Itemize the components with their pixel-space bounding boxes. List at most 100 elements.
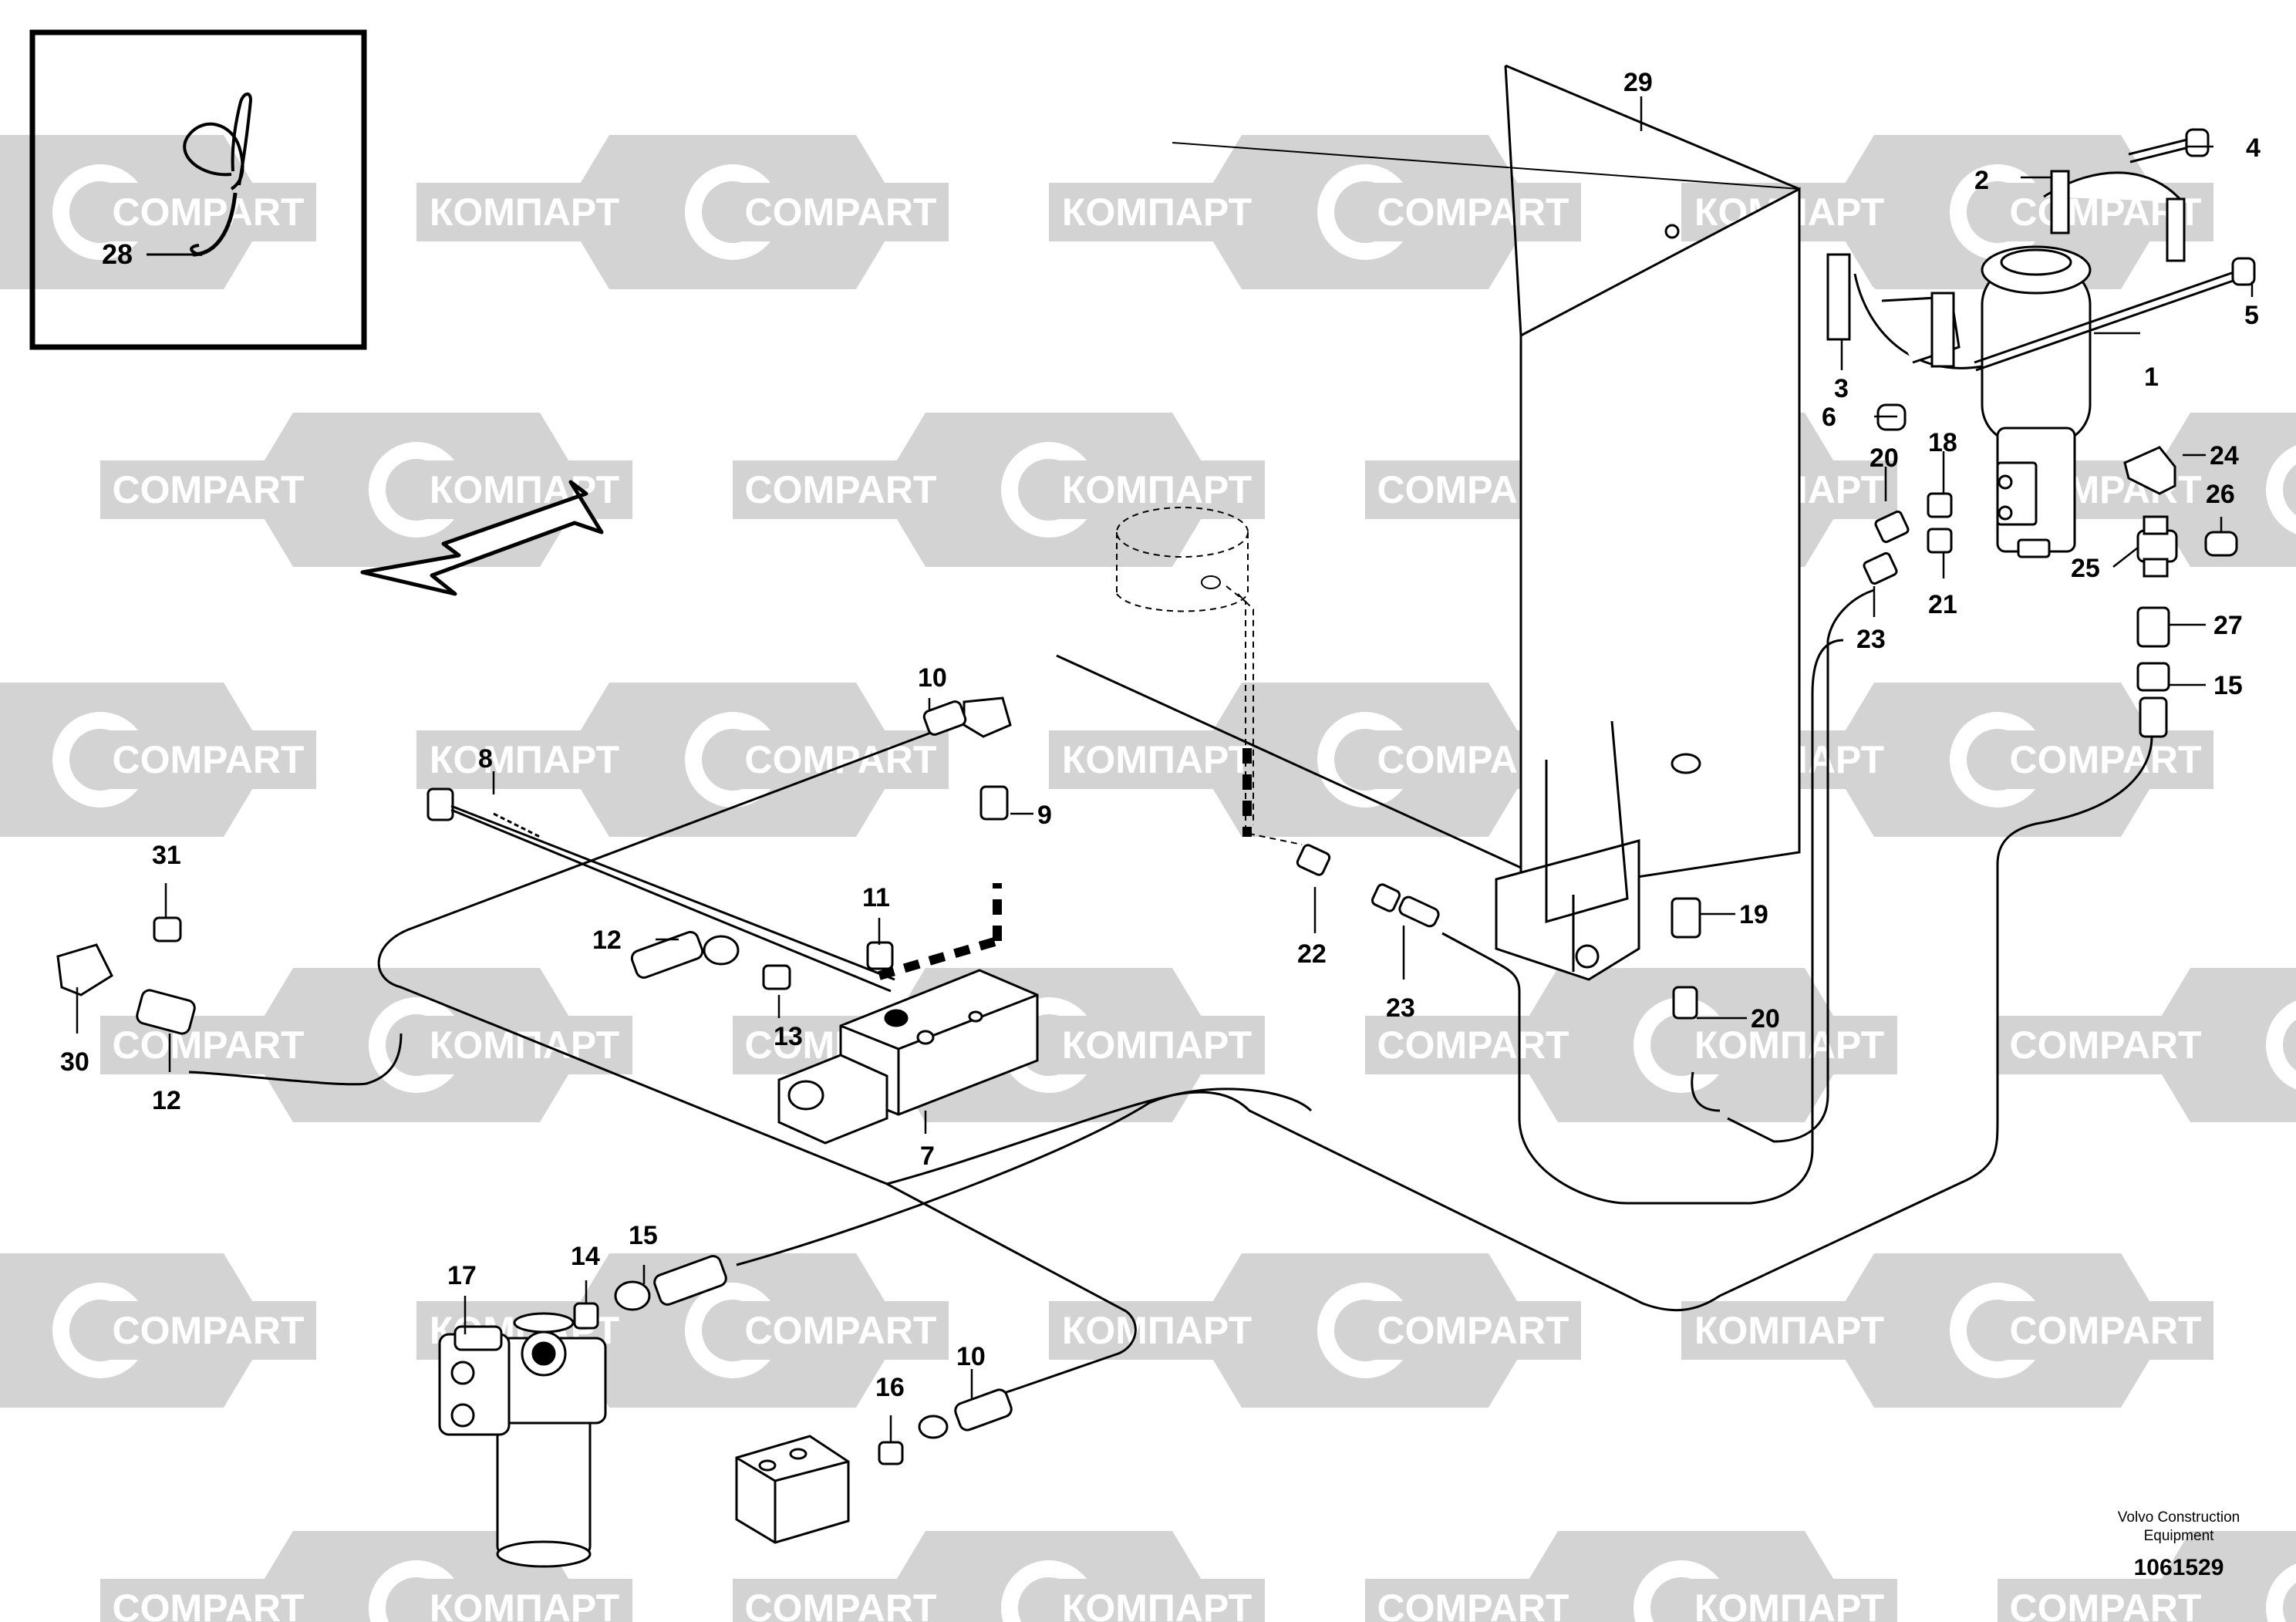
callout-20b: 20 [1751,1004,1780,1034]
watermark-text: COMPART [2009,1587,2201,1622]
watermark-text: COMPART [1377,1587,1569,1622]
watermark-text: COMPART [1377,1023,1569,1067]
callout-23a: 23 [1856,625,1886,654]
watermark-band [733,1579,949,1622]
watermark-band [1365,1301,1581,1360]
watermark-band [100,1016,316,1074]
watermark-text: КОМПАРТ [1062,191,1252,234]
watermark-text: КОМПАРТ [1694,1309,1884,1352]
callout-3: 3 [1834,374,1849,403]
watermark-band [1365,1016,1581,1074]
callout-24: 24 [2210,441,2239,470]
callout-19: 19 [1739,900,1768,929]
callout-15b: 15 [629,1221,658,1250]
callout-30: 30 [60,1047,89,1077]
callout-29: 29 [1623,68,1653,97]
callout-16: 16 [875,1373,905,1402]
watermark-text: COMPART [2009,738,2201,781]
bolt-8 [426,787,895,993]
filter-17 [438,1312,607,1568]
watermark-band [1998,1301,2213,1360]
callout-9: 9 [1037,801,1052,830]
watermark-text: COMPART [1377,191,1569,234]
watermark-text: КОМПАРТ [430,468,619,511]
watermark-text: COMPART [744,191,936,234]
watermark-band [1365,1579,1581,1622]
watermark-band [1049,1579,1265,1622]
lower-block [735,1435,850,1544]
watermark-text: COMPART [112,468,304,511]
callout-22: 22 [1297,939,1327,969]
watermark-text: COMPART [112,191,304,234]
callout-10a: 10 [918,663,947,693]
watermark-text: КОМПАРТ [430,1023,619,1067]
callout-12b: 12 [152,1086,181,1115]
footer: Volvo Construction Equipment 1061529 [2118,1509,2240,1580]
watermark-band [1681,1016,1897,1074]
drawing-number: 1061529 [2134,1555,2224,1580]
callout-25: 25 [2071,554,2100,583]
callout-10b: 10 [956,1342,986,1371]
watermark-band [416,730,632,789]
callout-21: 21 [1928,590,1957,619]
watermark-text: COMPART [2009,1309,2201,1352]
watermark-text: КОМПАРТ [430,1587,619,1622]
watermark-text: COMPART [112,1587,304,1622]
watermark-band [1998,1016,2213,1074]
footer-line2: Equipment [2144,1528,2215,1544]
valve-block-7 [777,969,1039,1145]
watermark-text: COMPART [2009,1023,2201,1067]
watermark-band [1365,183,1581,241]
callout-1: 1 [2144,363,2159,392]
bolts-4-5-6 [1876,128,2256,431]
thick-dashed-line [878,748,1252,980]
watermark-band [1049,1016,1265,1074]
watermark-band [100,1301,316,1360]
watermark-text: COMPART [744,738,936,781]
pipe-runs [188,588,2153,1405]
callout-2: 2 [1974,166,1989,195]
watermark-band [733,1301,949,1360]
watermark-band [416,1016,632,1074]
watermark-band [733,460,949,519]
accumulator-1 [1981,245,2092,558]
callout-8: 8 [478,744,493,774]
leader-lines [76,96,2254,1442]
watermark-text: КОМПАРТ [1062,1309,1252,1352]
watermark-band [416,183,632,241]
callout-5: 5 [2244,301,2259,330]
watermark-band [733,183,949,241]
watermark-band [1681,1579,1897,1622]
callout-20a: 20 [1870,443,1899,473]
callout-4: 4 [2246,133,2261,163]
callout-11: 11 [862,883,890,912]
watermark-text: КОМПАРТ [430,738,619,781]
callout-7: 7 [920,1141,935,1171]
watermark-band [1049,730,1265,789]
callout-23b: 23 [1386,993,1415,1023]
watermark-text: КОМПАРТ [1694,1023,1884,1067]
watermark-band [100,1579,316,1622]
watermark-band [1049,1301,1265,1360]
watermark-text: КОМПАРТ [1694,1587,1884,1622]
clamp-bracket [1826,170,2186,369]
watermark-band [100,460,316,519]
fittings [56,446,2238,1465]
watermark-text: КОМПАРТ [430,191,619,234]
callout-31: 31 [152,841,181,870]
watermark-text: COMPART [744,468,936,511]
callout-27: 27 [2213,611,2243,640]
callout-12a: 12 [592,926,622,955]
watermark-text: COMPART [744,1587,936,1622]
callout-15a: 15 [2213,671,2243,700]
watermark-band [1998,730,2213,789]
callout-14: 14 [571,1242,600,1271]
callout-26: 26 [2206,480,2235,509]
watermark-text: КОМПАРТ [1062,738,1252,781]
callout-28: 28 [102,238,133,270]
watermark-text: COMPART [1377,1309,1569,1352]
watermark-text: КОМПАРТ [1062,1587,1252,1622]
watermark-band [1049,183,1265,241]
footer-line1: Volvo Construction [2118,1509,2240,1526]
watermark-band [1681,1301,1897,1360]
